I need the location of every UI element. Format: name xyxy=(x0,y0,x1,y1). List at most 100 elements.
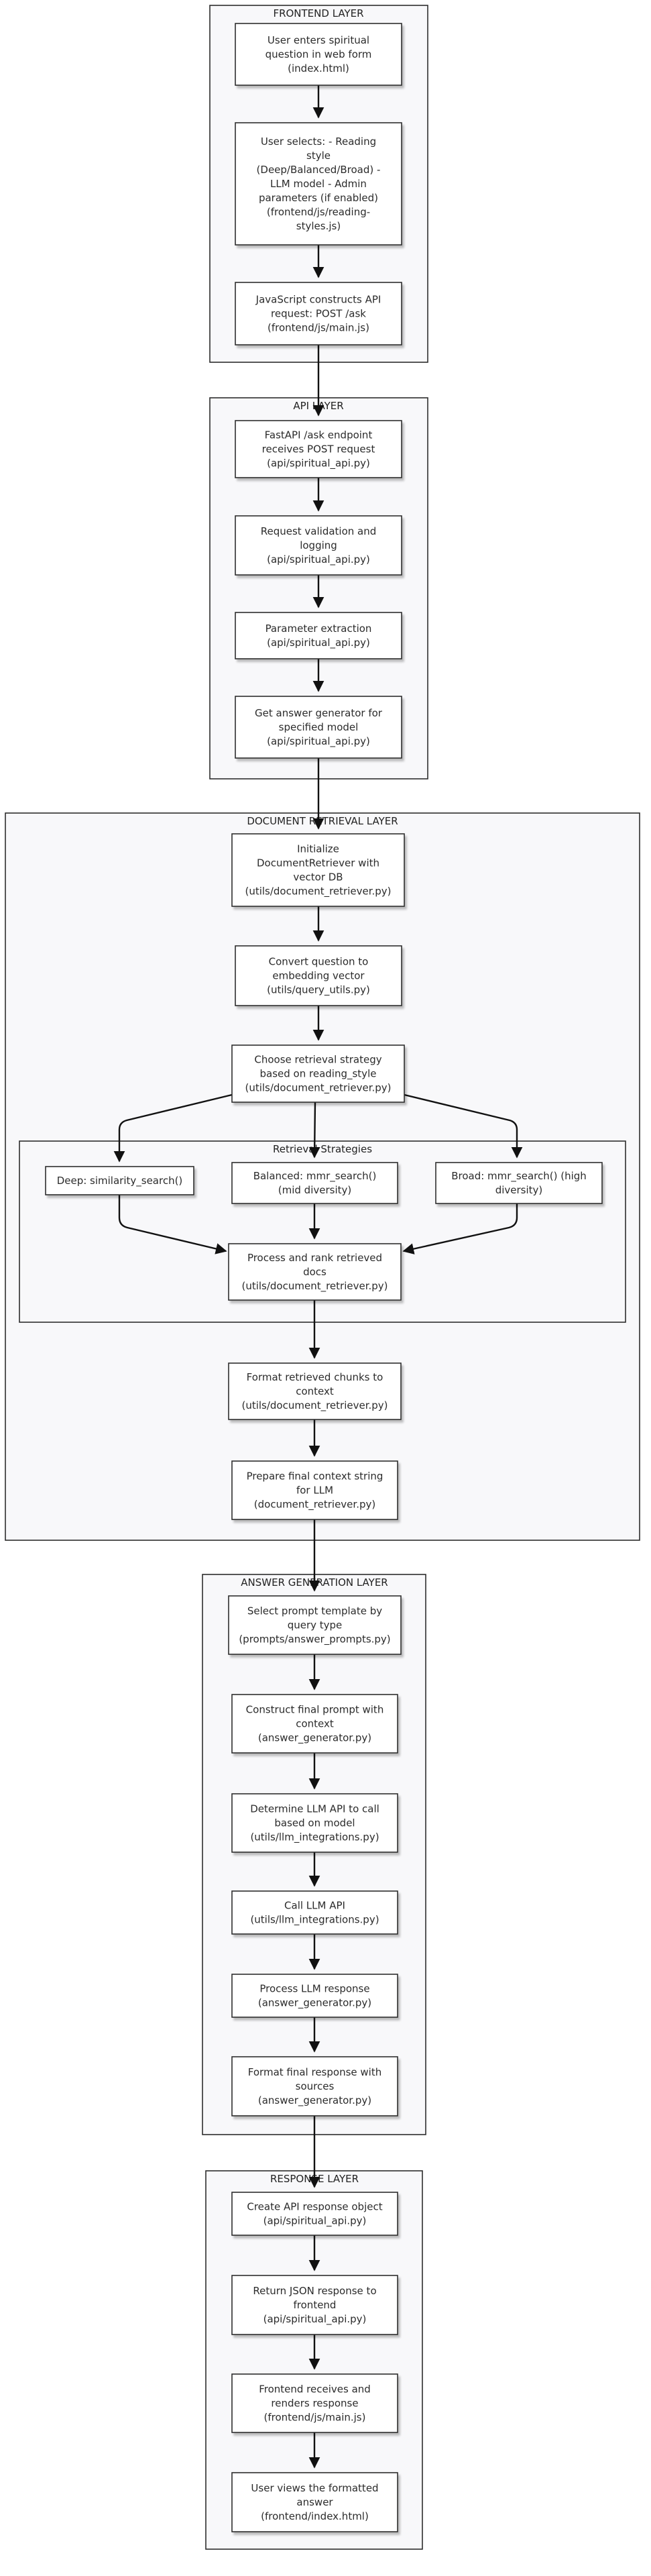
node-deep: Deep: similarity_search() xyxy=(45,1166,194,1195)
node-box xyxy=(228,1362,402,1420)
node-label-line: docs xyxy=(303,1266,327,1278)
node-label-line: styles.js) xyxy=(296,220,341,232)
node-label-line: Frontend receives and xyxy=(259,2383,371,2396)
node-label-line: context xyxy=(296,1385,334,1397)
node-label-line: (api/spiritual_api.py) xyxy=(267,637,370,649)
node-label-line: (api/spiritual_api.py) xyxy=(267,735,370,748)
node-label-line: (api/spiritual_api.py) xyxy=(263,2215,367,2228)
node-box xyxy=(235,612,402,659)
cluster-label: FRONTEND LAYER xyxy=(273,7,363,19)
node-label-line: Initialize xyxy=(297,843,339,855)
node-label-line: based on model xyxy=(274,1817,355,1829)
node-label-line: (frontend/js/main.js) xyxy=(264,2412,366,2424)
node-label-line: Choose retrieval strategy xyxy=(254,1054,381,1066)
node-call-llm: Call LLM API(utils/llm_integrations.py) xyxy=(231,1890,398,1935)
node-box xyxy=(231,1162,398,1204)
node-label-line: Format final response with xyxy=(248,2066,381,2078)
node-box xyxy=(231,1694,398,1754)
node-box xyxy=(228,1595,402,1655)
node-label-line: specified model xyxy=(279,721,359,733)
node-label-line: (mid diversity) xyxy=(278,1184,351,1196)
node-box xyxy=(231,1890,398,1935)
node-box xyxy=(231,833,405,907)
node-user-views: User views the formattedanswer(frontend/… xyxy=(231,2472,398,2532)
node-label-line: for LLM xyxy=(296,1485,333,1497)
node-box xyxy=(235,122,402,246)
node-param-extraction: Parameter extraction (api/spiritual_api.p… xyxy=(235,612,402,659)
node-construct-prompt: Construct final prompt withcontext(answe… xyxy=(231,1694,398,1754)
node-get-generator: Get answer generator for specified model (… xyxy=(235,696,402,759)
node-return-json: Return JSON response tofrontend(api/spir… xyxy=(231,2275,398,2335)
node-label-line: (utils/document_retriever.py) xyxy=(245,885,391,898)
edge-arrow xyxy=(404,1093,523,1159)
node-box xyxy=(235,696,402,759)
node-label-line: based on reading_style xyxy=(260,1068,377,1081)
node-label-line: (answer_generator.py) xyxy=(258,1997,371,2010)
node-balanced: Balanced: mmr_search()(mid diversity) xyxy=(231,1162,398,1204)
node-label-line: request: POST /ask xyxy=(271,308,366,320)
node-format-response: Format final response with sources (answer… xyxy=(231,2056,398,2116)
node-box xyxy=(231,1044,405,1103)
node-box xyxy=(435,1162,603,1204)
node-process-llm: Process LLM response (answer_generator.py… xyxy=(231,1974,398,2018)
node-label-line: Deep: similarity_search() xyxy=(57,1175,183,1187)
node-box xyxy=(231,1793,398,1853)
node-label-line: Process LLM response xyxy=(259,1983,369,1995)
node-label-line: diversity) xyxy=(495,1184,543,1196)
node-label-line: Parameter extraction xyxy=(265,623,372,635)
node-label-line: Select prompt template by xyxy=(247,1605,382,1617)
node-box xyxy=(231,2056,398,2116)
node-label-line: (utils/query_utils.py) xyxy=(267,984,370,997)
node-label-line: LLM model - Admin xyxy=(270,178,367,190)
node-create-response: Create API response object(api/spiritual… xyxy=(231,2192,398,2236)
node-label-line: (utils/document_retriever.py) xyxy=(241,1399,388,1412)
node-label-line: style xyxy=(306,150,331,162)
node-label-line: logging xyxy=(300,539,337,551)
node-label-line: (utils/document_retriever.py) xyxy=(241,1280,388,1293)
node-label-line: User views the formatted xyxy=(251,2482,378,2494)
node-label-line: (frontend/js/main.js) xyxy=(268,322,369,334)
node-box xyxy=(231,1974,398,2018)
node-label-line: (utils/llm_integrations.py) xyxy=(250,1831,379,1844)
node-label-line: Process and rank retrieved xyxy=(247,1252,382,1264)
node-label-line: Return JSON response to xyxy=(253,2285,376,2297)
node-label-line: (answer_generator.py) xyxy=(258,1732,371,1745)
node-label-line: Request validation and xyxy=(261,525,377,537)
node-label-line: Determine LLM API to call xyxy=(250,1803,379,1815)
node-label-line: (utils/llm_integrations.py) xyxy=(250,1914,379,1927)
node-box xyxy=(231,2192,398,2236)
node-label-line: query type xyxy=(288,1619,343,1631)
edge-arrow xyxy=(308,1102,320,1159)
node-label-line: sources xyxy=(296,2080,335,2092)
node-label-line: (utils/document_retriever.py) xyxy=(245,1082,391,1095)
node-label-line: (answer_generator.py) xyxy=(258,2094,371,2107)
node-label-line: JavaScript constructs API xyxy=(255,294,381,306)
node-label-line: renders response xyxy=(271,2398,358,2410)
edge-arrow xyxy=(113,1093,233,1163)
node-determine-llm: Determine LLM API to call based on model (… xyxy=(231,1793,398,1853)
node-label-line: (Deep/Balanced/Broad) - xyxy=(257,164,381,176)
node-box xyxy=(235,515,402,576)
node-label-line: Convert question to xyxy=(269,956,369,968)
node-label-line: parameters (if enabled) xyxy=(259,192,378,204)
node-label-line: Format retrieved chunks to xyxy=(247,1371,383,1383)
node-label-line: User enters spiritual xyxy=(268,34,369,46)
cluster-label: DOCUMENT RETRIEVAL LAYER xyxy=(247,815,398,827)
node-box xyxy=(45,1166,194,1195)
node-box xyxy=(231,2373,398,2433)
node-label-line: Construct final prompt with xyxy=(246,1704,384,1716)
node-box xyxy=(235,420,402,478)
node-label-line: Get answer generator for xyxy=(255,707,383,719)
node-label-line: (api/spiritual_api.py) xyxy=(267,553,370,566)
edge-arrow xyxy=(118,1195,227,1254)
node-box xyxy=(235,945,402,1006)
node-label-line: frontend xyxy=(294,2299,337,2311)
node-label-line: (frontend/js/reading- xyxy=(267,206,370,218)
